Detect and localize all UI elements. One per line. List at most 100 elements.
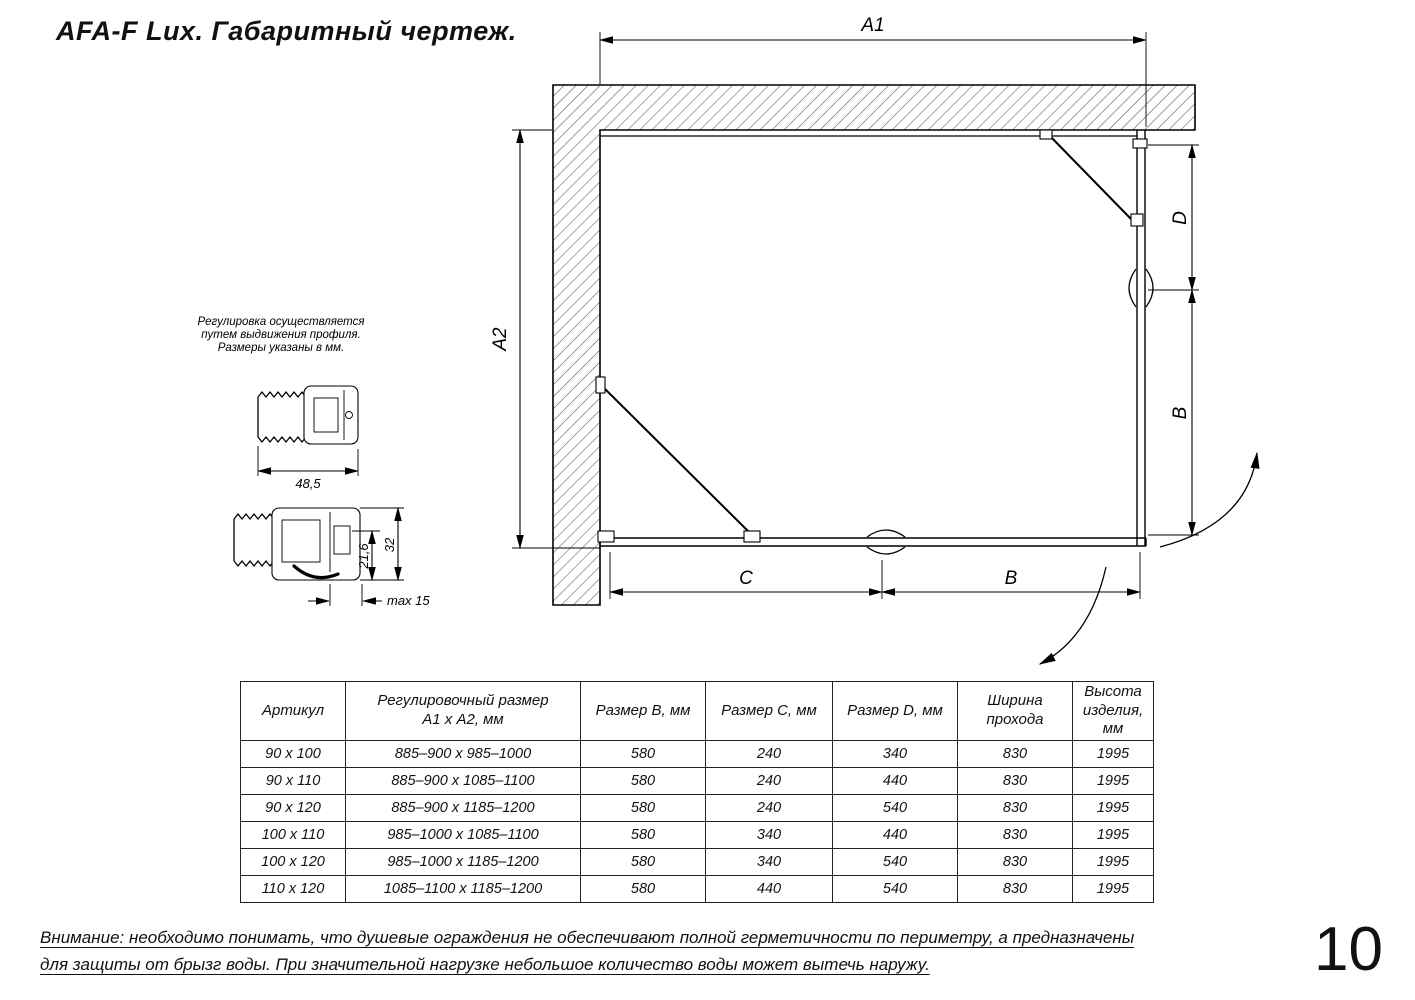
dimension-profile-width: 48,5 bbox=[256, 446, 360, 491]
table-cell: 580 bbox=[580, 767, 706, 795]
table-cell: 885–900 х 1185–1200 bbox=[345, 794, 581, 822]
dimension-b-right: B bbox=[1148, 288, 1199, 537]
warning-text-1: необходимо понимать, что душевые огражде… bbox=[124, 928, 1135, 947]
panel-hinge bbox=[1130, 213, 1144, 227]
table-cell: 1995 bbox=[1072, 875, 1154, 903]
table-cell: 90 х 110 bbox=[240, 767, 346, 795]
warning-line-1: Внимание: необходимо понимать, что душев… bbox=[40, 924, 1190, 951]
table-cell: 240 bbox=[705, 794, 833, 822]
dim-label-32: 32 bbox=[382, 537, 397, 552]
dimension-b-bottom: B bbox=[880, 552, 1142, 599]
dimension-a1: A1 bbox=[598, 15, 1148, 127]
dimension-c: C bbox=[608, 552, 884, 599]
table-cell: 1995 bbox=[1072, 740, 1154, 768]
note-line-3: Размеры указаны в мм. bbox=[218, 342, 344, 354]
table-cell: 885–900 х 1085–1100 bbox=[345, 767, 581, 795]
page-number: 10 bbox=[1314, 915, 1383, 984]
table-cell: 830 bbox=[957, 767, 1073, 795]
door-handle-right bbox=[1128, 268, 1154, 308]
dim-label-max15: max 15 bbox=[387, 593, 430, 608]
dimension-profile-21-6: 21,6 bbox=[352, 529, 380, 582]
table-cell: 440 bbox=[705, 875, 833, 903]
table-cell: 1995 bbox=[1072, 794, 1154, 822]
table-cell: 440 bbox=[832, 821, 958, 849]
note-line-2: путем выдвижения профиля. bbox=[201, 329, 361, 341]
dimension-profile-32: 32 bbox=[360, 506, 404, 582]
top-pivot-bracket bbox=[1039, 129, 1053, 140]
wall-bracket bbox=[1132, 138, 1148, 149]
table-cell: 240 bbox=[705, 740, 833, 768]
column-header: Размер B, мм bbox=[580, 681, 706, 741]
table-cell: 340 bbox=[705, 848, 833, 876]
note-line-1: Регулировка осуществляется bbox=[198, 316, 365, 328]
table-cell: 885–900 х 985–1000 bbox=[345, 740, 581, 768]
table-cell: 580 bbox=[580, 740, 706, 768]
table-cell: 830 bbox=[957, 740, 1073, 768]
table-cell: 580 bbox=[580, 821, 706, 849]
warning-note: Внимание: необходимо понимать, что душев… bbox=[40, 924, 1190, 978]
table-cell: 580 bbox=[580, 794, 706, 822]
dim-label-21-6: 21,6 bbox=[356, 543, 371, 570]
corner-bracket bbox=[597, 530, 615, 543]
dimension-d: D bbox=[1148, 143, 1199, 292]
table-cell: 340 bbox=[832, 740, 958, 768]
table-cell: 830 bbox=[957, 794, 1073, 822]
table-cell: 540 bbox=[832, 794, 958, 822]
enclosure-frame bbox=[599, 130, 1147, 547]
table-cell: 1085–1100 х 1185–1200 bbox=[345, 875, 581, 903]
dim-label-a1: A1 bbox=[860, 15, 884, 36]
dimension-a2: A2 bbox=[490, 128, 600, 550]
dim-label-b-bottom: B bbox=[1005, 568, 1018, 589]
adjustment-note: Регулировка осуществляется путем выдвиже… bbox=[198, 316, 365, 354]
profile-detail-top: 48,5 bbox=[256, 385, 360, 491]
wall-section bbox=[552, 84, 1196, 606]
warning-label: Внимание: bbox=[40, 928, 125, 947]
dimension-profile-max15: max 15 bbox=[308, 584, 430, 608]
column-header: Артикул bbox=[240, 681, 346, 741]
table-cell: 1995 bbox=[1072, 767, 1154, 795]
table-cell: 90 х 100 bbox=[240, 740, 346, 768]
table-cell: 100 х 110 bbox=[240, 821, 346, 849]
door-handle-bottom bbox=[866, 529, 906, 555]
table-cell: 985–1000 х 1185–1200 bbox=[345, 848, 581, 876]
table-cell: 830 bbox=[957, 848, 1073, 876]
table-cell: 440 bbox=[832, 767, 958, 795]
dim-label-48-5: 48,5 bbox=[295, 476, 321, 491]
column-header: Размер C, мм bbox=[705, 681, 833, 741]
table-cell: 100 х 120 bbox=[240, 848, 346, 876]
profile-lever bbox=[292, 564, 340, 580]
table-cell: 830 bbox=[957, 821, 1073, 849]
table-cell: 340 bbox=[705, 821, 833, 849]
profile-detail-bottom: 21,6 32 max 15 bbox=[233, 506, 430, 608]
dim-label-b-right: B bbox=[1170, 406, 1191, 419]
table-cell: 830 bbox=[957, 875, 1073, 903]
dim-label-d: D bbox=[1170, 211, 1191, 225]
table-cell: 540 bbox=[832, 875, 958, 903]
table-cell: 1995 bbox=[1072, 848, 1154, 876]
door-panels bbox=[595, 129, 1154, 555]
glass-clamp bbox=[743, 530, 761, 543]
column-header: Размер D, мм bbox=[832, 681, 958, 741]
table-cell: 580 bbox=[580, 848, 706, 876]
dim-label-c: C bbox=[739, 568, 753, 589]
table-cell: 240 bbox=[705, 767, 833, 795]
dim-label-a2: A2 bbox=[490, 327, 511, 352]
dimensional-drawing: A1 A2 D B C bbox=[198, 15, 1260, 665]
wall-hinge bbox=[595, 376, 606, 394]
table-cell: 110 х 120 bbox=[240, 875, 346, 903]
door-swing-arrows bbox=[1038, 451, 1260, 665]
table-cell: 540 bbox=[832, 848, 958, 876]
